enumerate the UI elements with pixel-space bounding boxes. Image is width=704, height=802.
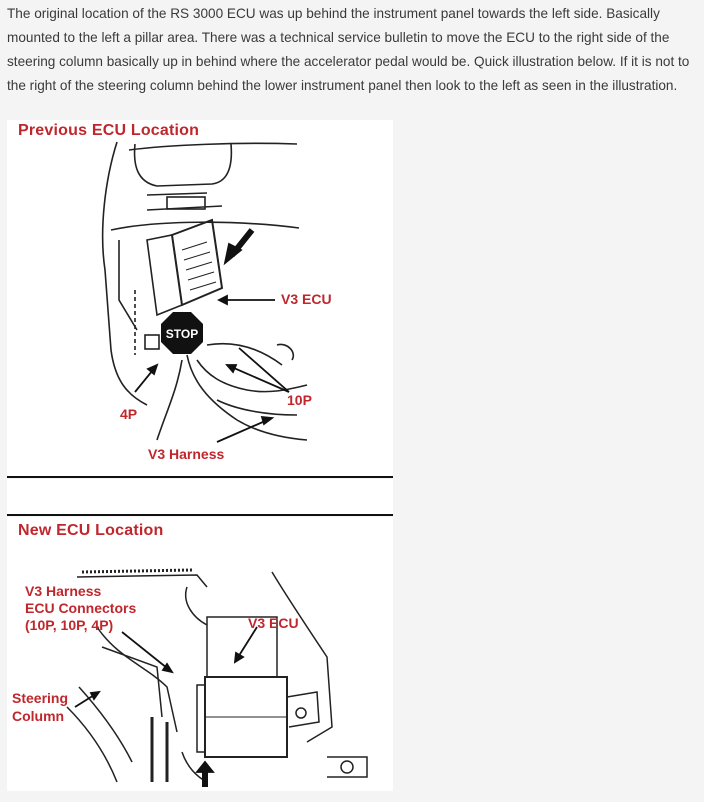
steering-label-line1: Steering (12, 690, 68, 706)
figure-spacer (7, 479, 393, 514)
divider-top (7, 476, 393, 478)
connectors-label-line2: ECU Connectors (25, 600, 136, 616)
previous-ecu-title: Previous ECU Location (18, 122, 200, 139)
previous-ecu-illustration: Previous ECU Location (7, 120, 393, 477)
previous-ecu-drawing: STOP V3 ECU 10P 4P V3 Harness (101, 141, 332, 462)
new-ecu-drawing: V3 Harness ECU Connectors (10P, 10P, 4P)… (12, 568, 368, 787)
connectors-label-line1: V3 Harness (25, 583, 101, 599)
connectors-label-line3: (10P, 10P, 4P) (25, 617, 113, 633)
article-paragraph: The original location of the RS 3000 ECU… (7, 6, 690, 93)
new-v3-ecu-label: V3 ECU (248, 615, 299, 631)
new-ecu-title: New ECU Location (18, 522, 164, 539)
4p-label: 4P (120, 406, 137, 422)
v3-harness-label: V3 Harness (148, 446, 224, 462)
new-ecu-illustration: New ECU Location (7, 517, 393, 791)
v3-ecu-label: V3 ECU (281, 291, 332, 307)
steering-label-line2: Column (12, 708, 64, 724)
10p-label: 10P (287, 392, 312, 408)
divider-bottom (7, 514, 393, 516)
stop-sign-label: STOP (166, 327, 198, 341)
